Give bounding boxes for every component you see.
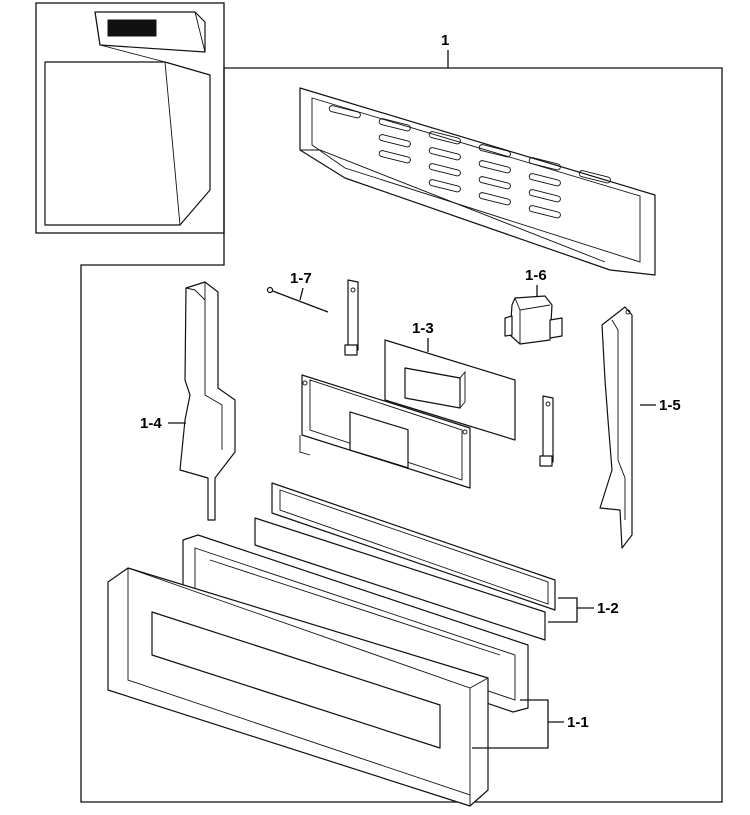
part-pcb: 1-3 [384, 320, 516, 441]
control-board-housing [299, 374, 471, 489]
back-panel [299, 87, 656, 276]
part-bracket-right: 1-5 [599, 306, 681, 549]
range-overview-inset [35, 2, 225, 234]
small-bracket-lower [539, 395, 554, 467]
callout-1-7-label: 1-7 [290, 270, 312, 287]
part-rod: 1-7 [266, 270, 329, 313]
part-control-panel: 1-1 [107, 567, 589, 807]
callout-1-5-label: 1-5 [659, 397, 681, 414]
back-panel-vents [328, 105, 611, 219]
callout-1-1-label: 1-1 [567, 714, 589, 731]
assembly-frame [80, 67, 723, 803]
callout-1-6-label: 1-6 [525, 267, 547, 284]
callout-1-4-label: 1-4 [140, 415, 162, 432]
inset-display-icon [107, 19, 157, 37]
callout-1-3-label: 1-3 [412, 320, 434, 337]
callout-1-label: 1 [441, 32, 449, 49]
part-transformer: 1-6 [504, 267, 563, 345]
part-bracket-left: 1-4 [140, 281, 236, 521]
callout-1-2-label: 1-2 [597, 600, 619, 617]
small-bracket-upper [344, 279, 359, 356]
callout-1: 1 [441, 32, 449, 68]
